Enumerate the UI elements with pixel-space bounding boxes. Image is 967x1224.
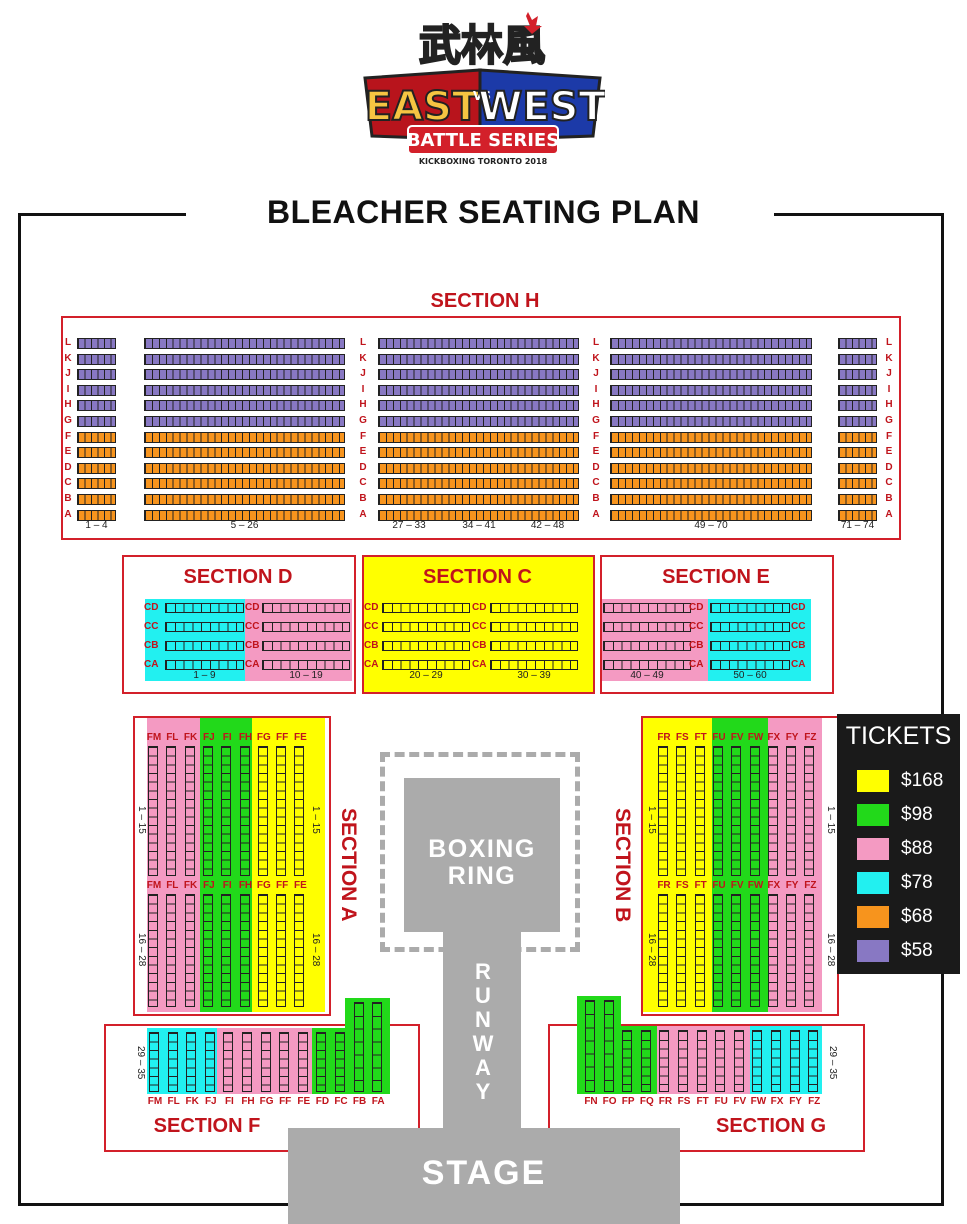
legend-item-78: $78 — [857, 871, 933, 895]
frame-line-right — [941, 213, 944, 1206]
legend-swatch-pink — [857, 838, 889, 860]
legend-swatch-orange — [857, 906, 889, 928]
legend-item-68: $68 — [857, 905, 933, 929]
section-c-title: SECTION C — [423, 566, 532, 588]
section-f-title: SECTION F — [153, 1115, 261, 1137]
logo-battle-series: BATTLE SERIES — [407, 130, 559, 151]
runway — [443, 930, 521, 1132]
frame-line-bottom-left — [18, 1203, 288, 1206]
ticket-legend: TICKETS $168 $98 $88 $78 $68 $58 — [837, 714, 960, 974]
section-e[interactable] — [600, 555, 834, 694]
legend-swatch-cyan — [857, 872, 889, 894]
section-a[interactable] — [133, 716, 331, 1016]
section-b-title: SECTION B — [611, 807, 634, 923]
frame-line-top-left — [18, 213, 186, 216]
section-g[interactable] — [548, 1024, 865, 1152]
section-h[interactable] — [61, 316, 901, 540]
section-b[interactable] — [641, 716, 839, 1016]
svg-text:KICKBOXING TORONTO 2018: KICKBOXING TORONTO 2018 — [419, 157, 548, 166]
section-h-title: SECTION H — [430, 290, 540, 312]
section-f[interactable] — [104, 1024, 420, 1152]
page-title: BLEACHER SEATING PLAN — [266, 194, 701, 230]
legend-title: TICKETS — [845, 722, 952, 750]
legend-swatch-purple — [857, 940, 889, 962]
section-g-title: SECTION G — [715, 1115, 826, 1137]
legend-item-58: $58 — [857, 939, 933, 963]
svg-text:VS: VS — [473, 89, 491, 103]
boxing-ring[interactable]: BOXING RING — [404, 778, 560, 932]
frame-line-top-right — [774, 213, 944, 216]
stage-label: STAGE — [421, 1154, 547, 1192]
ring-label-line1: BOXING — [428, 835, 536, 863]
price-zone — [577, 996, 621, 1026]
event-logo: 武林風 EAST VS WEST BATTLE SERIES KICKBOXIN… — [360, 8, 607, 168]
section-a-title: SECTION A — [337, 808, 360, 922]
section-d-title: SECTION D — [183, 566, 293, 588]
legend-item-98: $98 — [857, 803, 933, 827]
logo-chinese: 武林風 — [419, 21, 545, 70]
legend-swatch-yellow — [857, 770, 889, 792]
frame-line-bottom-right — [680, 1203, 944, 1206]
stage: STAGE — [288, 1128, 680, 1224]
legend-item-168: $168 — [857, 769, 943, 793]
section-d[interactable] — [122, 555, 356, 694]
section-e-title: SECTION E — [662, 566, 770, 588]
legend-item-88: $88 — [857, 837, 933, 861]
ring-label-line2: RING — [447, 862, 517, 890]
logo-east: EAST — [365, 84, 480, 130]
maple-leaf-icon — [524, 12, 542, 34]
legend-swatch-green — [857, 804, 889, 826]
logo-west: WEST — [478, 84, 605, 130]
frame-line-left — [18, 213, 21, 1206]
